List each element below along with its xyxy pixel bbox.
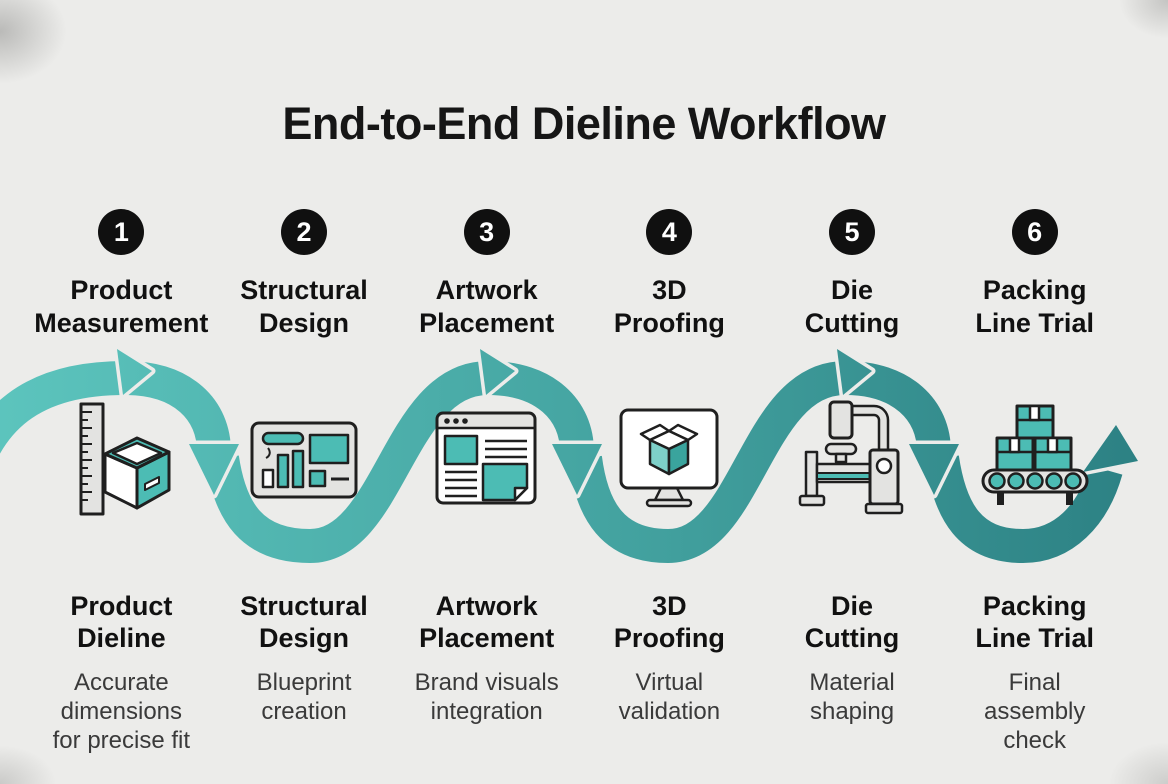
- step-label: Die Cutting: [804, 275, 900, 338]
- step-column: [395, 392, 578, 524]
- step-column: 2: [213, 209, 396, 255]
- blueprint-panel-icon: [250, 421, 358, 499]
- step-number-badge: 2: [281, 209, 327, 255]
- step-column: Packing Line Trial Final assembly check: [943, 590, 1126, 755]
- detail-title: Artwork Placement: [419, 591, 555, 654]
- detail-description: Accurate dimensions for precise fit: [52, 668, 191, 754]
- die-cutting-machine-icon: [798, 400, 904, 515]
- wave-ribbon: [0, 360, 1123, 564]
- step-label: Artwork Placement: [419, 275, 555, 338]
- step-column: [213, 392, 396, 524]
- step-column: 3D Proofing: [578, 274, 761, 340]
- step-column: 1: [30, 209, 213, 255]
- step-column: Artwork Placement: [395, 274, 578, 340]
- flow-arrowhead-up: [1079, 421, 1142, 476]
- step-label: 3D Proofing: [613, 275, 725, 338]
- flow-arrowhead-down: [548, 440, 606, 499]
- step-number-badge: 6: [1011, 209, 1058, 255]
- step-column: Die Cutting: [761, 274, 944, 340]
- detail-title: Structural Design: [240, 591, 368, 654]
- step-number-badge: 4: [646, 209, 693, 255]
- step-column: Product Dieline Accurate dimensions for …: [30, 590, 213, 755]
- detail-description: Final assembly check: [984, 668, 1086, 754]
- flow-arrowhead-down: [185, 440, 243, 499]
- step-icon-row: [30, 392, 1126, 524]
- step-column: 4: [578, 209, 761, 255]
- step-badge-row: 1 2 3 4 5 6: [30, 209, 1126, 255]
- step-label: Structural Design: [240, 275, 368, 338]
- monitor-3d-box-icon: [619, 408, 719, 508]
- detail-description: Virtual validation: [618, 668, 721, 725]
- step-column: 6: [943, 209, 1126, 255]
- step-column: Product Measurement: [30, 274, 213, 340]
- detail-description: Material shaping: [809, 668, 895, 725]
- detail-title: Die Cutting: [804, 591, 900, 654]
- detail-title: Packing Line Trial: [975, 591, 1094, 654]
- wave-arrowheads: [113, 345, 1142, 499]
- flow-arrowhead-down: [905, 440, 963, 499]
- step-column: Die Cutting Material shaping: [761, 590, 944, 755]
- step-column: 5: [761, 209, 944, 255]
- step-column: Structural Design Blueprint creation: [213, 590, 396, 755]
- detail-title: 3D Proofing: [613, 591, 725, 654]
- detail-description: Brand visuals integration: [414, 668, 559, 725]
- browser-artwork-icon: [435, 411, 537, 505]
- step-label-row: Product Measurement Structural Design Ar…: [30, 274, 1126, 340]
- step-number-badge: 5: [829, 209, 876, 255]
- step-column: Structural Design: [213, 274, 396, 340]
- step-label: Product Measurement: [34, 275, 209, 338]
- step-number-badge: 3: [463, 209, 510, 255]
- step-column: [943, 392, 1126, 524]
- step-column: [30, 392, 213, 524]
- step-column: [761, 392, 944, 524]
- conveyor-boxes-icon: [981, 404, 1089, 505]
- flow-arrowhead-right: [833, 345, 876, 399]
- step-detail-row: Product Dieline Accurate dimensions for …: [30, 590, 1126, 755]
- flow-arrowhead-right: [476, 345, 519, 399]
- step-column: Artwork Placement Brand visuals integrat…: [395, 590, 578, 755]
- step-column: 3D Proofing Virtual validation: [578, 590, 761, 755]
- step-number-badge: 1: [98, 209, 145, 255]
- step-label: Packing Line Trial: [975, 275, 1094, 338]
- detail-title: Product Dieline: [70, 591, 173, 654]
- page-title: End-to-End Dieline Workflow: [282, 98, 886, 149]
- step-column: Packing Line Trial: [943, 274, 1126, 340]
- step-column: 3: [395, 209, 578, 255]
- ruler-box-icon: [79, 402, 171, 516]
- flow-arrowhead-right: [113, 345, 156, 399]
- detail-description: Blueprint creation: [256, 668, 352, 725]
- step-column: [578, 392, 761, 524]
